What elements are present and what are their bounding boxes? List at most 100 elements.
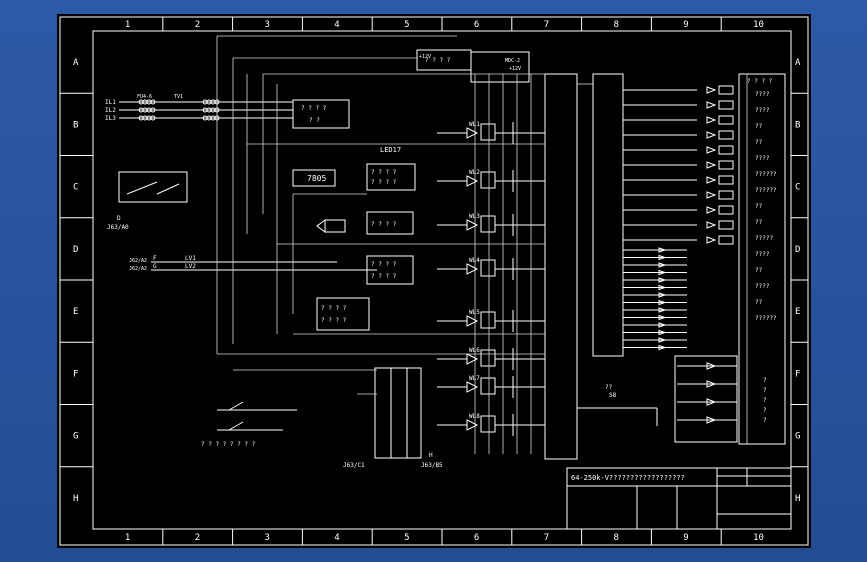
column-label: 10 — [753, 533, 764, 543]
svg-text:? ? ? ? ? ? ? ?: ? ? ? ? ? ? ? ? — [201, 441, 256, 448]
svg-text:FU4-6: FU4-6 — [137, 94, 152, 100]
svg-text:??: ?? — [605, 384, 613, 391]
outer-border — [59, 16, 809, 546]
relay-label: ?? — [755, 203, 763, 210]
row-label: A — [795, 58, 801, 68]
column-label: 6 — [474, 533, 479, 543]
row-label: D — [73, 245, 78, 255]
svg-text:? ? ? ?: ? ? ? ? — [301, 105, 327, 112]
svg-text:J62/A2: J62/A2 — [129, 266, 147, 272]
relay-label: ???? — [755, 155, 770, 162]
relay-label: ?????? — [755, 187, 777, 194]
relay-label: ?? — [755, 123, 763, 130]
svg-text:? ? ? ?: ? ? ? ? — [747, 78, 773, 85]
row-label: H — [795, 494, 800, 504]
relay-label: ? — [763, 397, 767, 404]
column-label: 7 — [544, 20, 549, 30]
row-label: H — [73, 494, 78, 504]
relay-label: ?? — [755, 267, 763, 274]
column-label: 8 — [614, 20, 619, 30]
svg-text:7805: 7805 — [307, 174, 326, 183]
row-label: F — [795, 369, 800, 379]
row-label: B — [795, 120, 800, 130]
input-label: IL1 — [105, 99, 116, 106]
column-label: 6 — [474, 20, 479, 30]
svg-text:F: F — [153, 255, 157, 262]
svg-text:J63/C1: J63/C1 — [343, 462, 365, 469]
svg-text:+12V: +12V — [419, 54, 431, 60]
row-label: D — [795, 245, 800, 255]
row-label: E — [73, 307, 78, 317]
row-label: A — [73, 58, 79, 68]
row-label: E — [795, 307, 800, 317]
row-label: C — [73, 183, 78, 193]
svg-text:TV1: TV1 — [174, 94, 183, 100]
column-label: 2 — [195, 533, 200, 543]
input-label: IL3 — [105, 115, 116, 122]
relay-label: ?????? — [755, 171, 777, 178]
column-label: 3 — [265, 20, 270, 30]
relay-column: ? ? ? ? — [738, 73, 786, 445]
column-label: 1 — [125, 20, 130, 30]
row-label: C — [795, 183, 800, 193]
ic-blocks: ? ? ? ? ? ? 7805 ? ? ? ? ? ? ? ? ? ? ? ?… — [292, 49, 530, 331]
column-label: 4 — [334, 20, 339, 30]
relay-contacts: J63/C1 J63/B5 H ? ? ? ? ? ? ? ? S8 ?? — [201, 367, 658, 469]
svg-text:? ? ? ?: ? ? ? ? — [371, 261, 397, 268]
title-block: 64-250k-V?????????????????? — [566, 467, 792, 530]
row-label: B — [73, 120, 78, 130]
row-grid: A A B B C C D D E E F F G G H H — [60, 58, 808, 504]
relay-labels: ????????????????????????????????????????… — [755, 91, 777, 424]
svg-text:S8: S8 — [609, 392, 617, 399]
row-label: G — [73, 432, 78, 442]
svg-text:LED17: LED17 — [380, 146, 401, 154]
column-label: 10 — [753, 20, 764, 30]
column-label: 7 — [544, 533, 549, 543]
relay-label: ? — [763, 417, 767, 424]
column-grid: 1 1 2 2 3 3 4 4 5 5 6 6 7 7 8 8 9 9 10 10 — [125, 17, 764, 545]
svg-text:J62/A2: J62/A2 — [129, 258, 147, 264]
svg-text:H: H — [429, 452, 433, 459]
relay-label: ? — [763, 377, 767, 384]
relay-label: ? — [763, 407, 767, 414]
relay-label: ? — [763, 387, 767, 394]
title-text: 64-250k-V?????????????????? — [571, 474, 685, 482]
column-label: 5 — [404, 20, 409, 30]
column-label: 5 — [404, 533, 409, 543]
svg-text:? ? ? ?: ? ? ? ? — [321, 305, 347, 312]
relay-label: ????? — [755, 235, 773, 242]
bus-block — [544, 73, 624, 460]
relay-label: ???? — [755, 251, 770, 258]
relay-label: ???? — [755, 107, 770, 114]
column-label: 4 — [334, 533, 339, 543]
relay-label: ?????? — [755, 315, 777, 322]
wiring — [216, 35, 545, 454]
svg-text:? ?: ? ? — [309, 117, 320, 124]
relay-label: ???? — [755, 283, 770, 290]
svg-text:D: D — [117, 215, 121, 222]
relay-label: ?? — [755, 219, 763, 226]
svg-text:LV2: LV2 — [185, 263, 196, 270]
svg-text:? ? ? ?: ? ? ? ? — [321, 317, 347, 324]
column-label: 2 — [195, 20, 200, 30]
input-label: IL2 — [105, 107, 116, 114]
svg-text:J63/A0: J63/A0 — [107, 224, 129, 231]
row-label: G — [795, 432, 800, 442]
row-label: F — [73, 369, 78, 379]
column-label: 3 — [265, 533, 270, 543]
svg-text:? ? ? ?: ? ? ? ? — [371, 273, 397, 280]
relay-label: ?? — [755, 139, 763, 146]
column-label: 9 — [683, 20, 688, 30]
svg-text:? ? ? ?: ? ? ? ? — [425, 57, 451, 64]
svg-text:? ? ? ?: ? ? ? ? — [371, 221, 397, 228]
column-label: 1 — [125, 533, 130, 543]
svg-text:? ? ? ?: ? ? ? ? — [371, 179, 397, 186]
relay-label: ?? — [755, 299, 763, 306]
column-label: 9 — [683, 533, 688, 543]
column-label: 8 — [614, 533, 619, 543]
